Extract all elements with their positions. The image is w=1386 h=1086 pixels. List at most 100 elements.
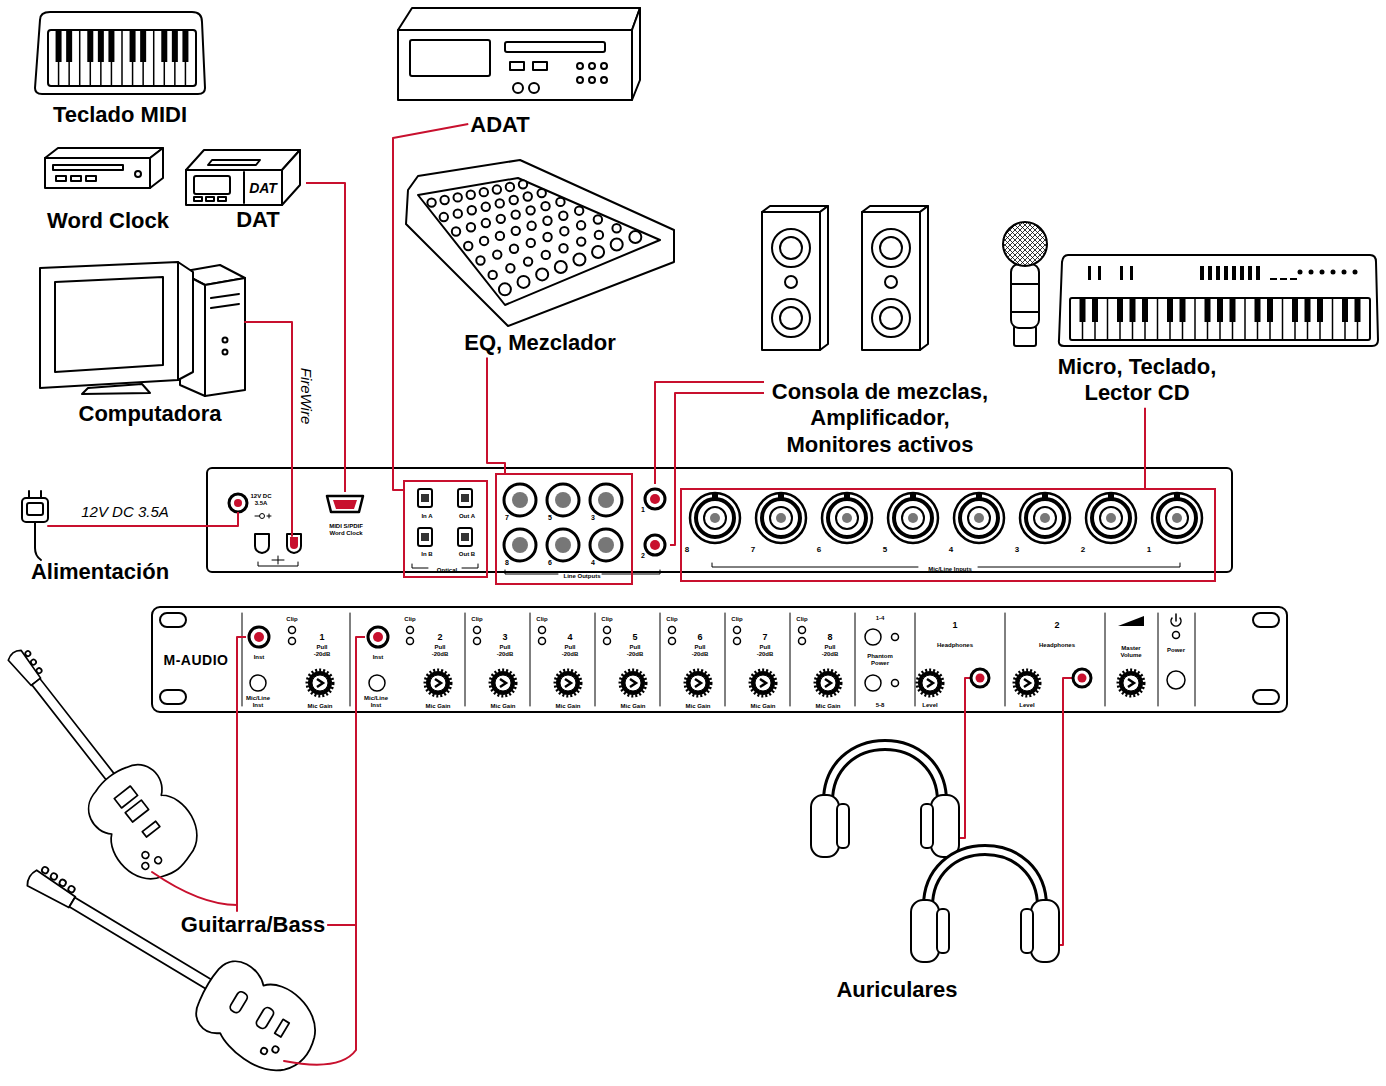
- black-key: [1092, 298, 1098, 322]
- combo-jack-ring: [1158, 499, 1196, 537]
- black-key: [98, 30, 104, 62]
- knob-grip: [490, 670, 516, 696]
- front-panel: [1171, 614, 1181, 626]
- port-label: In B: [421, 551, 432, 558]
- knob: [686, 671, 710, 695]
- cable: [152, 872, 237, 911]
- port-label: 4: [591, 559, 595, 567]
- dat-icon: [186, 170, 282, 205]
- push-button: [865, 629, 881, 645]
- device-name: ADAT: [470, 112, 529, 138]
- combo-jack: [888, 493, 938, 543]
- headphone-band: [928, 850, 1042, 910]
- jack-hole: [976, 674, 985, 683]
- controller-knob: [1320, 270, 1325, 275]
- led: [539, 627, 546, 634]
- speaker-icon: [880, 237, 902, 259]
- combo-jack: [1086, 493, 1136, 543]
- black-key: [1130, 298, 1136, 322]
- port-label: 5: [883, 545, 887, 554]
- controller-button: [1120, 266, 1123, 280]
- controller-knob: [1309, 270, 1314, 275]
- speaker-icon: [872, 229, 910, 267]
- combo-jack-center: [1100, 507, 1122, 529]
- mixer-knob: [480, 188, 488, 196]
- microphone-icon: [1011, 283, 1039, 285]
- led: [474, 627, 481, 634]
- led: [799, 638, 806, 645]
- controller-button: [1098, 266, 1101, 280]
- combo-jack-hole: [1172, 513, 1182, 523]
- line-output-jack: 2: [640, 530, 670, 560]
- panel-label: Mic Gain: [685, 703, 710, 710]
- computer-icon: [211, 304, 239, 308]
- panel-label: Pull -20dB: [757, 644, 774, 658]
- black-key: [1255, 298, 1261, 322]
- panel-label: 1-4: [876, 615, 885, 622]
- jack-hole: [254, 632, 264, 642]
- guitar-icon: [141, 861, 151, 871]
- adat-icon: [632, 8, 640, 100]
- key-line: [1244, 298, 1246, 340]
- combo-jack-hole: [1040, 513, 1050, 523]
- knob-pointer: [695, 679, 701, 687]
- jack: [590, 529, 622, 561]
- black-key: [1167, 298, 1173, 322]
- headphone-pad: [1021, 909, 1033, 953]
- device-name: Teclado MIDI: [53, 102, 187, 128]
- mixer-icon: [406, 160, 674, 326]
- knob: [816, 671, 840, 695]
- mixer-knob: [467, 191, 475, 199]
- rear-panel: [458, 489, 472, 507]
- panel-label: Pull -20dB: [822, 644, 839, 658]
- port-label: DAT: [236, 207, 280, 232]
- panel-label: Mic Gain: [490, 703, 515, 710]
- controller-button: [1270, 278, 1277, 280]
- combo-jack-ring: [762, 499, 800, 537]
- computer-icon: [205, 278, 245, 396]
- led: [539, 638, 546, 645]
- instrument-jack: Inst: [365, 624, 391, 664]
- knob-pointer: [760, 679, 766, 687]
- mixer-knob: [538, 189, 546, 197]
- front-panel: [1118, 616, 1144, 626]
- mixer-knob: [543, 233, 551, 241]
- mixer-knob: [506, 183, 514, 191]
- port-label: Out B: [459, 551, 475, 558]
- mixer-knob: [611, 239, 623, 251]
- panel-label: 6: [697, 632, 702, 642]
- headphone-pad: [921, 804, 933, 848]
- controller-button: [1130, 266, 1133, 280]
- combo-jack-hole: [974, 513, 984, 523]
- rear-panel: [421, 494, 429, 502]
- controller-keyboard-icon: [1059, 255, 1378, 346]
- mixer-knob: [526, 206, 534, 214]
- port-label: 2: [641, 552, 645, 560]
- device-box: Auriculares: [806, 742, 1068, 1006]
- combo-jack-latch: [778, 494, 784, 498]
- combo-jack: [954, 493, 1004, 543]
- mixer-icon: [418, 178, 660, 305]
- microphone-icon: [1011, 311, 1039, 313]
- power-adapter-icon: [27, 503, 43, 515]
- mixer-knob: [518, 276, 530, 288]
- headphone-cup: [931, 795, 959, 857]
- line-output-group: 753864Line Outputs: [495, 473, 633, 585]
- port-label: Inst: [373, 654, 384, 661]
- mixer-knob: [440, 196, 448, 204]
- mixer-knob: [464, 242, 472, 250]
- port-label: 7: [505, 514, 509, 522]
- rear-panel: [461, 494, 469, 502]
- headphone-cup: [1031, 900, 1059, 962]
- mixer-knob: [577, 221, 585, 229]
- word-clock-icon: [45, 148, 163, 158]
- cable-label: FireWire: [297, 368, 314, 425]
- knob-pointer: [630, 679, 636, 687]
- instrument-jack: Inst: [246, 624, 272, 664]
- mixer-knob: [482, 219, 490, 227]
- mixer-knob: [512, 227, 520, 235]
- cable: [48, 322, 1074, 1065]
- controller-button: [1088, 266, 1091, 280]
- headphone-band: [828, 745, 942, 805]
- mixer-knob: [577, 237, 585, 245]
